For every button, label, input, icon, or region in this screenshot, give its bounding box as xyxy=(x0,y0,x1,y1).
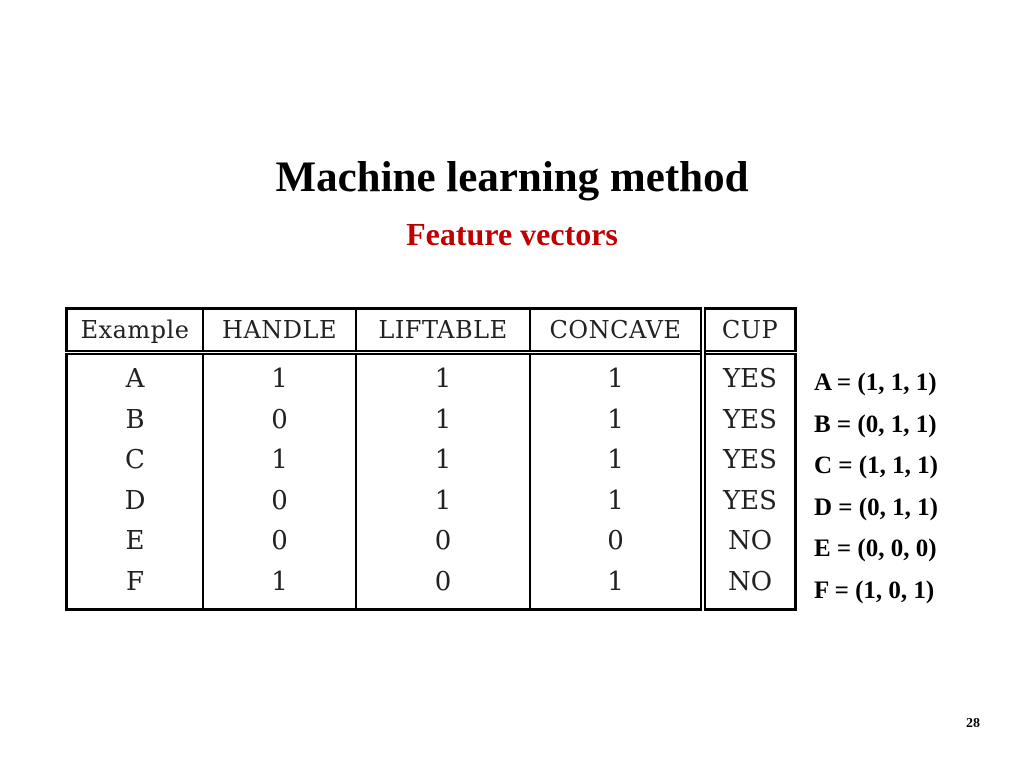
table-header-row: Example HANDLE LIFTABLE CONCAVE CUP xyxy=(65,308,797,355)
cell-concave: 1 xyxy=(529,480,704,521)
cell-concave: 0 xyxy=(529,521,704,562)
feature-table-container: Example HANDLE LIFTABLE CONCAVE CUP A 1 … xyxy=(65,307,797,611)
cell-example: D xyxy=(65,480,204,521)
cell-cup: YES xyxy=(700,399,797,440)
cell-concave: 1 xyxy=(529,440,704,481)
header-liftable: LIFTABLE xyxy=(355,308,531,355)
feature-vector-d: D = (0, 1, 1) xyxy=(814,493,938,521)
header-cup: CUP xyxy=(700,308,797,355)
slide-title: Machine learning method xyxy=(275,154,749,201)
table-row: E 0 0 0 NO xyxy=(65,521,797,562)
slide-subtitle: Feature vectors xyxy=(406,216,618,252)
table-row: B 0 1 1 YES xyxy=(65,399,797,440)
table-row: D 0 1 1 YES xyxy=(65,480,797,521)
table-row: C 1 1 1 YES xyxy=(65,440,797,481)
header-handle: HANDLE xyxy=(202,308,357,355)
cell-cup: NO xyxy=(700,521,797,562)
feature-vector-a: A = (1, 1, 1) xyxy=(814,369,937,396)
cell-cup: YES xyxy=(700,480,797,521)
cell-liftable: 1 xyxy=(355,480,531,521)
cell-handle: 0 xyxy=(202,480,357,521)
cell-concave: 1 xyxy=(529,561,704,610)
cell-handle: 1 xyxy=(202,440,357,481)
cell-liftable: 1 xyxy=(355,352,531,400)
cell-liftable: 1 xyxy=(355,399,531,440)
cell-example: C xyxy=(65,440,204,481)
feature-vector-b: B = (0, 1, 1) xyxy=(814,410,937,438)
cell-handle: 1 xyxy=(202,352,357,400)
table-row: A 1 1 1 YES xyxy=(65,352,797,400)
cell-handle: 0 xyxy=(202,399,357,440)
cell-liftable: 1 xyxy=(355,440,531,481)
header-example: Example xyxy=(65,308,204,355)
cell-example: B xyxy=(65,399,204,440)
feature-vector-list: A = (1, 1, 1) B = (0, 1, 1) C = (1, 1, 1… xyxy=(814,362,938,611)
cell-concave: 1 xyxy=(529,399,704,440)
cell-cup: YES xyxy=(700,352,797,400)
table-row: F 1 0 1 NO xyxy=(65,561,797,610)
cell-cup: YES xyxy=(700,440,797,481)
cell-liftable: 0 xyxy=(355,561,531,610)
feature-table: Example HANDLE LIFTABLE CONCAVE CUP A 1 … xyxy=(65,307,797,611)
cell-handle: 1 xyxy=(202,561,357,610)
cell-liftable: 0 xyxy=(355,521,531,562)
cell-concave: 1 xyxy=(529,352,704,400)
cell-example: F xyxy=(65,561,204,610)
header-concave: CONCAVE xyxy=(529,308,704,355)
feature-vector-e: E = (0, 0, 0) xyxy=(814,535,937,562)
page-number: 28 xyxy=(966,716,980,731)
feature-vector-c: C = (1, 1, 1) xyxy=(814,452,938,479)
cell-cup: NO xyxy=(700,561,797,610)
cell-example: E xyxy=(65,521,204,562)
feature-vector-f: F = (1, 0, 1) xyxy=(814,576,935,604)
cell-handle: 0 xyxy=(202,521,357,562)
cell-example: A xyxy=(65,352,204,400)
